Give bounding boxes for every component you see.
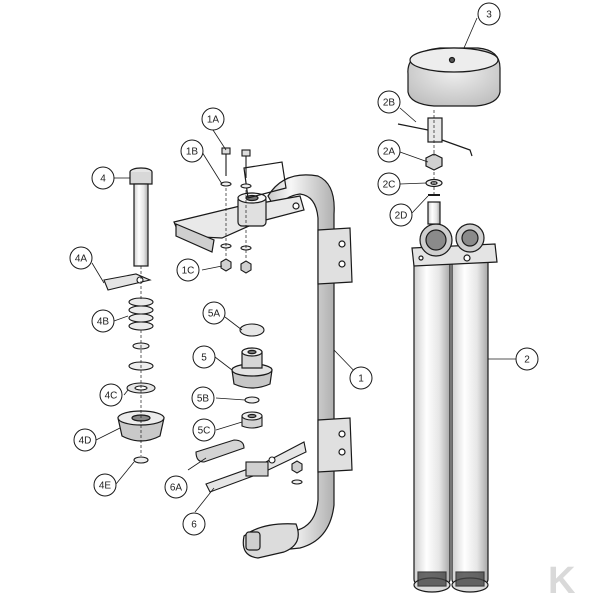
callout-circle [192, 345, 216, 369]
callout-circle [202, 301, 226, 325]
callout-label: 5B [197, 394, 210, 405]
callout-1c: 1C [176, 258, 200, 282]
callout-label: 4 [100, 174, 106, 185]
part-6-pedal-lever [205, 441, 307, 493]
callout-5b: 5B [191, 386, 215, 410]
callout-label: 2B [383, 98, 396, 109]
callout-circle [73, 428, 97, 452]
callout-2c: 2C [377, 172, 401, 196]
callout-label: 4E [99, 481, 112, 492]
callout-2b: 2B [377, 90, 401, 114]
part-2a-nut [425, 153, 443, 171]
callout-4a: 4A [69, 246, 93, 270]
callout-circle [477, 2, 501, 26]
part-6a-pad [195, 439, 245, 463]
axis-line-1 [225, 188, 247, 260]
callout-1b: 1B [180, 139, 204, 163]
callout-label: 6A [170, 483, 183, 494]
callout-label: 3 [486, 10, 492, 21]
callout-layer: 1 1A 1B 1C 2 2A 2B 2C 2D 3 4 4A 4B 4C 4D 4E 5 5A 5B 5C 6 6A [69, 2, 539, 536]
callout-circle [515, 347, 539, 371]
callout-circle [69, 246, 93, 270]
callout-label: 4B [97, 317, 110, 328]
part-5-bearing-housing [231, 347, 273, 389]
callout-label: 2 [524, 355, 530, 366]
callout-circle [93, 473, 117, 497]
callout-2d: 2D [389, 203, 413, 227]
part-4a-lever [103, 273, 152, 291]
callout-5c: 5C [192, 418, 216, 442]
leader-lines [91, 17, 517, 513]
callout-1a: 1A [201, 107, 225, 131]
part-6-fasteners [291, 460, 303, 485]
part-1c-nuts [220, 243, 252, 274]
callout-label: 1B [186, 147, 199, 158]
callout-label: 5 [201, 353, 207, 364]
part-1a-bolts [221, 147, 251, 178]
callout-2: 2 [515, 347, 539, 371]
part-5c-bushing [241, 411, 263, 429]
callout-4b: 4B [91, 309, 115, 333]
callout-circle [377, 139, 401, 163]
callout-6: 6 [182, 512, 206, 536]
part-5b-ring [244, 396, 260, 404]
part-3-cap [407, 47, 501, 107]
part-2-twin-tubes [411, 223, 498, 593]
callout-label: 4A [75, 254, 88, 265]
callout-label: 2A [383, 147, 396, 158]
part-2b-torsion-spring [397, 117, 473, 157]
callout-circle [180, 139, 204, 163]
callout-label: 2D [395, 211, 408, 222]
callout-label: 5C [198, 426, 211, 437]
callout-label: 2C [383, 180, 396, 191]
callout-circle [176, 258, 200, 282]
callout-label: 4C [105, 391, 118, 402]
callout-circle [377, 172, 401, 196]
callout-label: 6 [191, 520, 197, 531]
part-1-frame [173, 161, 353, 559]
callout-label: 5A [208, 309, 221, 320]
callout-6a: 6A [164, 475, 188, 499]
callout-label: 1A [207, 115, 220, 126]
callout-circle [377, 90, 401, 114]
callout-circle [389, 203, 413, 227]
callout-circle [99, 383, 123, 407]
callout-circle [91, 309, 115, 333]
part-2d-pin [427, 194, 441, 225]
part-4-bolt [129, 167, 153, 267]
part-4e-ring [133, 456, 149, 464]
callout-4d: 4D [73, 428, 97, 452]
callout-5a: 5A [202, 301, 226, 325]
callout-label: 1 [358, 374, 364, 385]
callout-label: 4D [79, 436, 92, 447]
callout-4e: 4E [93, 473, 117, 497]
callout-circle [91, 166, 115, 190]
part-4b-spring [128, 297, 154, 331]
callout-5: 5 [192, 345, 216, 369]
callout-1: 1 [349, 366, 373, 390]
callout-4: 4 [91, 166, 115, 190]
callout-circle [164, 475, 188, 499]
part-1b-washers [220, 181, 252, 189]
callout-circle [191, 386, 215, 410]
callout-2a: 2A [377, 139, 401, 163]
callout-4c: 4C [99, 383, 123, 407]
callout-circle [201, 107, 225, 131]
callout-label: 1C [182, 266, 195, 277]
part-5a-cap [239, 323, 265, 337]
callout-circle [182, 512, 206, 536]
callout-3: 3 [477, 2, 501, 26]
callout-circle [192, 418, 216, 442]
watermark-logo: K [548, 560, 576, 600]
callout-circle [349, 366, 373, 390]
